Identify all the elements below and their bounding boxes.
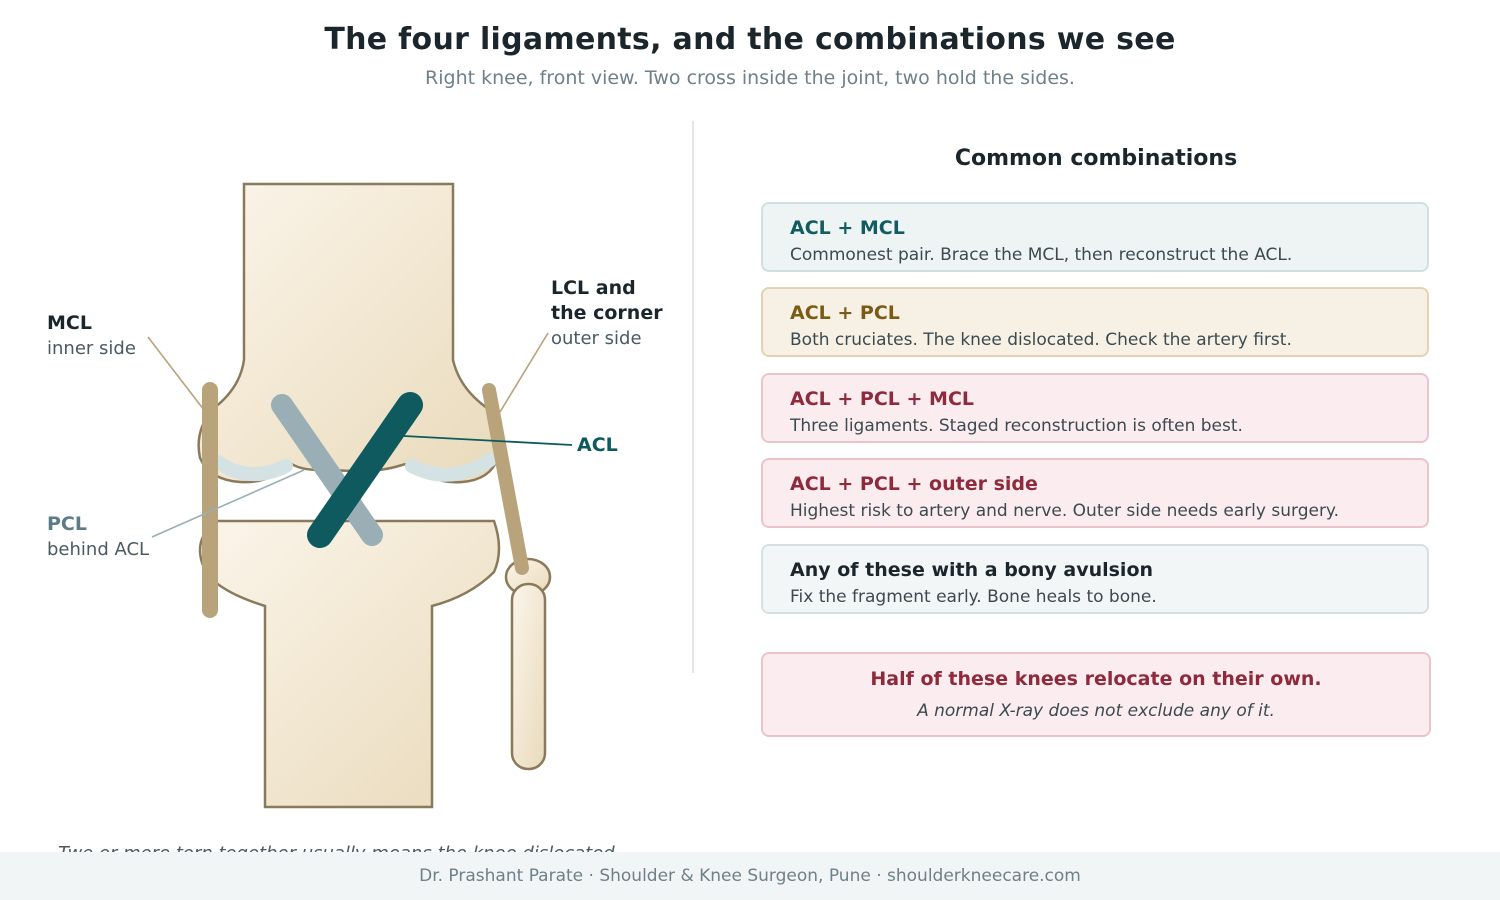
acl-label: ACL: [577, 434, 618, 456]
page-subtitle: Right knee, front view. Two cross inside…: [425, 67, 1075, 89]
lateral-cartilage: [405, 453, 497, 482]
combination-title: Any of these with a bony avulsion: [790, 559, 1154, 581]
lcl-label: LCL and the corner outer side: [551, 276, 663, 352]
femur-bone: [197, 182, 502, 484]
combination-card-acl-pcl-outer: ACL + PCL + outer side Highest risk to a…: [761, 458, 1429, 528]
combination-card-acl-mcl: ACL + MCL Commonest pair. Brace the MCL,…: [761, 202, 1429, 272]
knee-diagram: [147, 182, 573, 809]
footer-credit: Dr. Prashant Parate · Shoulder & Knee Su…: [0, 852, 1500, 900]
pcl-leader-line: [151, 469, 305, 538]
page-title: The four ligaments, and the combinations…: [324, 22, 1176, 57]
combination-desc: Highest risk to artery and nerve. Outer …: [790, 501, 1339, 521]
combination-title: ACL + PCL + MCL: [790, 388, 974, 410]
alert-title: Half of these knees relocate on their ow…: [870, 668, 1322, 690]
combination-title: ACL + PCL: [790, 302, 900, 324]
alert-desc: A normal X-ray does not exclude any of i…: [917, 701, 1275, 721]
lcl-label-name-line2: the corner: [551, 302, 663, 324]
pcl-label-desc: behind ACL: [47, 539, 150, 560]
combination-desc: Commonest pair. Brace the MCL, then reco…: [790, 245, 1293, 265]
combination-title: ACL + MCL: [790, 217, 905, 239]
acl-ligament: [307, 392, 423, 548]
acl-leader-line: [403, 435, 573, 446]
lcl-label-name-line1: LCL and: [551, 277, 636, 299]
pcl-label-name: PCL: [47, 513, 87, 535]
mcl-label-desc: inner side: [47, 338, 136, 359]
pcl-label: PCL behind ACL: [47, 511, 149, 563]
pcl-ligament: [271, 394, 383, 546]
combination-desc: Three ligaments. Staged reconstruction i…: [790, 416, 1243, 436]
mcl-label: MCL inner side: [47, 310, 136, 362]
combination-card-bony-avulsion: Any of these with a bony avulsion Fix th…: [761, 544, 1429, 614]
medial-cartilage: [211, 455, 293, 482]
combinations-heading: Common combinations: [954, 146, 1238, 171]
mcl-leader-line: [147, 336, 205, 411]
lcl-leader-line: [499, 332, 549, 413]
section-divider: [692, 121, 694, 673]
combination-title: ACL + PCL + outer side: [790, 473, 1038, 495]
combination-desc: Both cruciates. The knee dislocated. Che…: [790, 330, 1292, 350]
combination-card-acl-pcl-mcl: ACL + PCL + MCL Three ligaments. Staged …: [761, 373, 1429, 443]
tibia-bone: [198, 519, 501, 809]
relocation-alert: Half of these knees relocate on their ow…: [761, 652, 1431, 737]
mcl-label-name: MCL: [47, 312, 92, 334]
lcl-label-desc: outer side: [551, 328, 642, 349]
fibula-shaft: [510, 582, 547, 771]
combination-desc: Fix the fragment early. Bone heals to bo…: [790, 587, 1157, 607]
lcl-ligament: [482, 383, 529, 575]
combination-card-acl-pcl: ACL + PCL Both cruciates. The knee dislo…: [761, 287, 1429, 357]
